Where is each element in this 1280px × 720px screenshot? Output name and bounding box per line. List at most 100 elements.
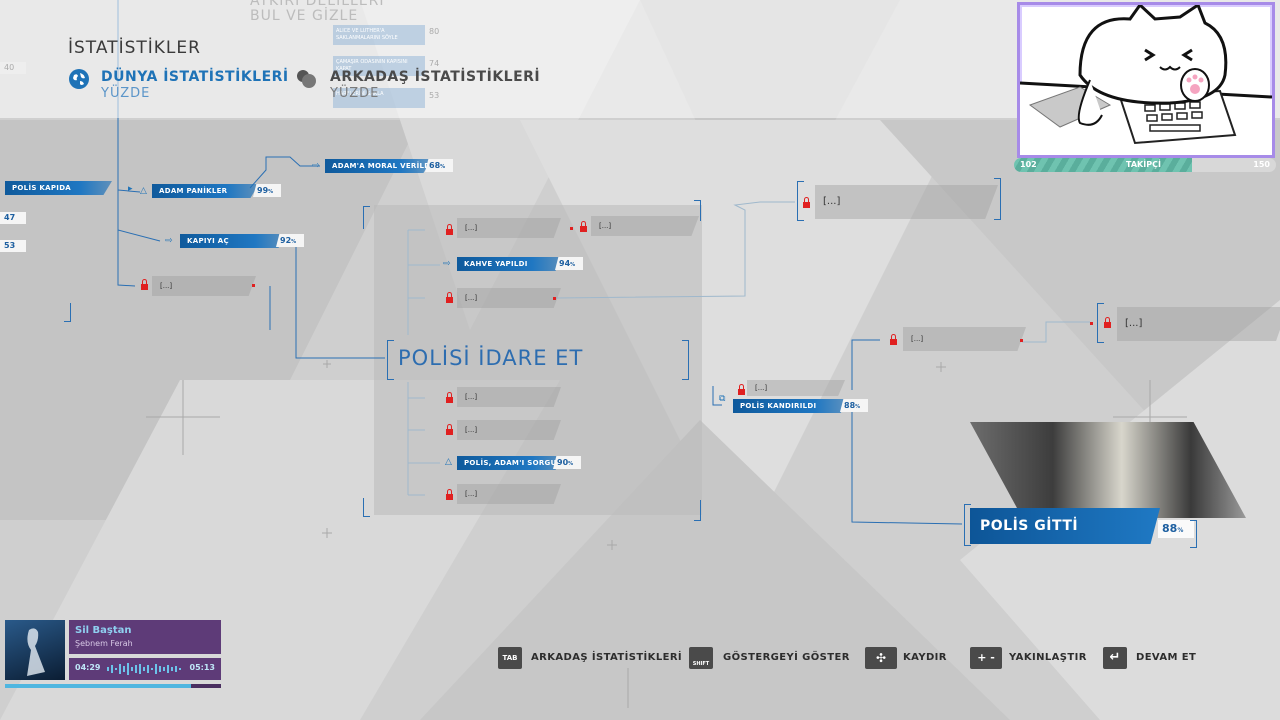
faded-left-pct: 40 <box>0 62 26 74</box>
faded-pct-2: 74 <box>426 58 451 70</box>
song-progress-fill <box>5 684 191 688</box>
locked-node: [...] <box>457 218 561 238</box>
locked-node: [...] <box>152 276 256 296</box>
enter-key-icon: ↵ <box>1103 647 1127 669</box>
tab-key-icon: TAB <box>498 647 522 669</box>
lock-icon <box>446 292 453 304</box>
tab-friends-stats-sub: YÜZDE <box>330 86 380 101</box>
node-polis-gitti[interactable]: POLİS GİTTİ <box>970 508 1160 544</box>
friends-icon <box>295 68 317 90</box>
album-cover <box>5 620 65 680</box>
cat-drawing-icon <box>1019 2 1273 155</box>
faded-item-3: HARFLERİNİ SAKLA <box>333 88 425 108</box>
section-title: POLİSİ İDARE ET <box>398 346 584 370</box>
tab-world-stats-sub: YÜZDE <box>101 86 151 101</box>
arrow-icon: ⇨ <box>312 161 320 171</box>
faded-pct-1: 80 <box>426 26 451 38</box>
lock-icon <box>446 392 453 404</box>
shift-key-icon: SHIFT <box>689 647 713 669</box>
red-dot <box>1090 322 1093 325</box>
now-playing-info: Sil Baştan Şebnem Ferah <box>69 620 221 654</box>
arrow-icon: ⇨ <box>165 236 173 246</box>
song-title: Sil Baştan <box>75 625 132 636</box>
song-progress-bar[interactable] <box>5 684 221 688</box>
node-polis-kapida[interactable]: POLİS KAPIDA <box>5 181 112 195</box>
follower-current: 102 <box>1020 160 1037 169</box>
bracket-tr-l <box>797 181 804 221</box>
song-artist: Şebnem Ferah <box>75 639 133 648</box>
left-pct-1: 47 <box>0 212 26 224</box>
pct-polis-kandirildi: 88% <box>840 399 868 412</box>
center-bracket-tr <box>694 200 701 221</box>
lock-icon <box>738 384 745 396</box>
center-bracket-br <box>694 500 701 521</box>
move-key-icon: ✣ <box>865 647 897 669</box>
locked-node: [...] <box>457 484 561 504</box>
pct-kahve-yapildi: 94% <box>555 257 583 270</box>
follower-goal-fill <box>1014 158 1193 172</box>
node-adam-panikler[interactable]: ADAM PANİKLER <box>152 184 259 198</box>
red-dot <box>1020 339 1023 342</box>
tab-world-stats[interactable]: DÜNYA İSTATİSTİKLERİ <box>101 69 289 85</box>
red-dot <box>553 297 556 300</box>
triangle-icon: △ <box>445 457 452 467</box>
lock-icon <box>446 424 453 436</box>
control-show-gauge[interactable]: GÖSTERGEYİ GÖSTER <box>723 652 850 663</box>
globe-icon <box>69 69 89 89</box>
arrow-icon: ▸ <box>128 184 133 194</box>
waveform-icon <box>107 663 181 675</box>
control-continue[interactable]: DEVAM ET <box>1136 652 1197 663</box>
locked-node: [...] <box>457 387 561 407</box>
pct-polis-sorgular: 90% <box>553 456 581 469</box>
final-bracket-r <box>1190 520 1197 548</box>
node-kapiyi-ac[interactable]: KAPIYI AÇ <box>180 234 287 248</box>
locked-node: [...] <box>591 216 699 236</box>
triangle-icon: △ <box>140 186 147 196</box>
faded-heading: AYKIRI DELİLLERİ BUL VE GİZLE <box>250 0 385 24</box>
title-bracket-l <box>387 340 394 380</box>
zoom-key-icon: + - <box>970 647 1002 669</box>
final-bracket-l <box>964 504 971 546</box>
node-polis-sorgular[interactable]: POLİS, ADAM'I SORGULAR <box>457 456 564 470</box>
page-title: İSTATİSTİKLER <box>68 38 201 58</box>
title-bracket-r <box>682 340 689 380</box>
lock-icon <box>890 334 897 346</box>
center-bracket-bl <box>363 498 370 517</box>
pct-kapiyi-ac: 92% <box>276 234 304 247</box>
faded-item-2: ÇAMAŞIR ODASININ KAPISINI KAPAT <box>333 56 425 76</box>
node-polis-kandirildi[interactable]: POLİS KANDIRILDI <box>733 399 850 413</box>
now-playing-time: 04:29 05:13 <box>69 658 221 680</box>
pct-polis-gitti: 88% <box>1158 520 1194 538</box>
bracket-tr-r <box>994 178 1001 220</box>
lock-icon <box>1104 317 1111 329</box>
lock-icon <box>580 221 587 233</box>
node-adam-moral[interactable]: ADAM'A MORAL VERİLDİ <box>325 159 432 173</box>
pct-adam-moral: 68% <box>425 159 453 172</box>
bracket-r-l <box>1097 303 1104 343</box>
left-section-bracket <box>64 303 71 322</box>
elapsed-time: 04:29 <box>75 663 101 672</box>
faded-pct-3: 53 <box>426 90 451 102</box>
node-kahve-yapildi[interactable]: KAHVE YAPILDI <box>457 257 564 271</box>
control-friends-stats[interactable]: ARKADAŞ İSTATİSTİKLERİ <box>531 652 683 663</box>
locked-node-large: [...] <box>815 185 998 219</box>
lock-icon <box>446 224 453 236</box>
webcam-overlay <box>1017 2 1275 158</box>
ending-thumbnail <box>970 422 1246 518</box>
control-zoom[interactable]: YAKINLAŞTIR <box>1009 652 1087 663</box>
double-square-icon: ⧉ <box>719 394 726 404</box>
lock-icon <box>803 197 810 209</box>
tab-friends-stats[interactable]: ARKADAŞ İSTATİSTİKLERİ <box>330 69 541 85</box>
follower-goal: 150 <box>1253 160 1270 169</box>
left-pct-2: 53 <box>0 240 26 252</box>
locked-node: [...] <box>903 327 1026 351</box>
control-scroll[interactable]: KAYDIR <box>903 652 947 663</box>
follower-goal-bar: 102 TAKİPÇİ 150 <box>1014 158 1276 172</box>
locked-node-large: [...] <box>1117 307 1280 341</box>
pct-adam-panikler: 99% <box>253 184 281 197</box>
red-dot <box>570 227 573 230</box>
lock-icon <box>446 489 453 501</box>
arrow-icon: ⇨ <box>443 259 451 269</box>
follower-label: TAKİPÇİ <box>1126 160 1161 169</box>
total-time: 05:13 <box>189 663 215 672</box>
